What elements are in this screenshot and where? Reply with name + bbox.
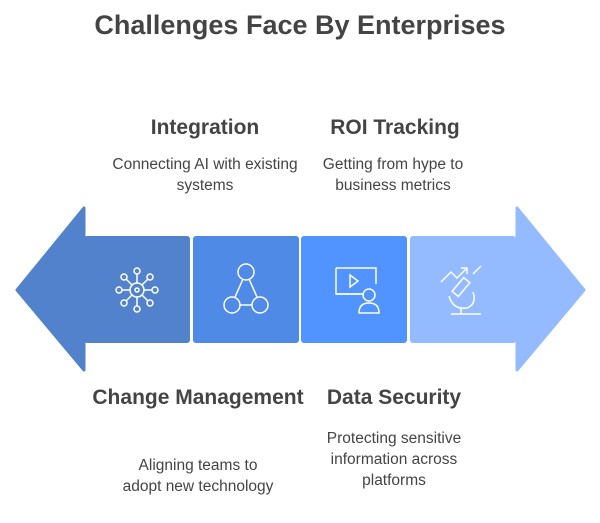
video-presenter-icon bbox=[335, 266, 380, 314]
right-arrow-head bbox=[515, 206, 586, 372]
roi-tracking-box bbox=[301, 236, 407, 343]
data-security-heading: Data Security bbox=[326, 386, 462, 409]
integration-description: Connecting AI with existing systems bbox=[112, 156, 298, 194]
change-management-description: Aligning teams to adopt new technology bbox=[122, 457, 274, 495]
change-management-heading: Change Management bbox=[92, 386, 304, 409]
integration-box bbox=[84, 236, 190, 343]
page-title: Challenges Face By Enterprises bbox=[94, 10, 506, 40]
left-arrow-head bbox=[15, 206, 86, 372]
roi-tracking-description: Getting from hype to business metrics bbox=[322, 156, 464, 194]
roi-tracking-heading: ROI Tracking bbox=[330, 116, 460, 139]
data-security-description: Protecting sensitive information across … bbox=[326, 430, 462, 489]
microscope-growth-icon bbox=[440, 264, 482, 315]
integration-heading: Integration bbox=[150, 116, 260, 139]
data-security-box bbox=[410, 236, 516, 343]
triangle-nodes-icon bbox=[223, 262, 269, 314]
network-hub-icon bbox=[115, 266, 159, 313]
change-management-box bbox=[193, 236, 299, 343]
